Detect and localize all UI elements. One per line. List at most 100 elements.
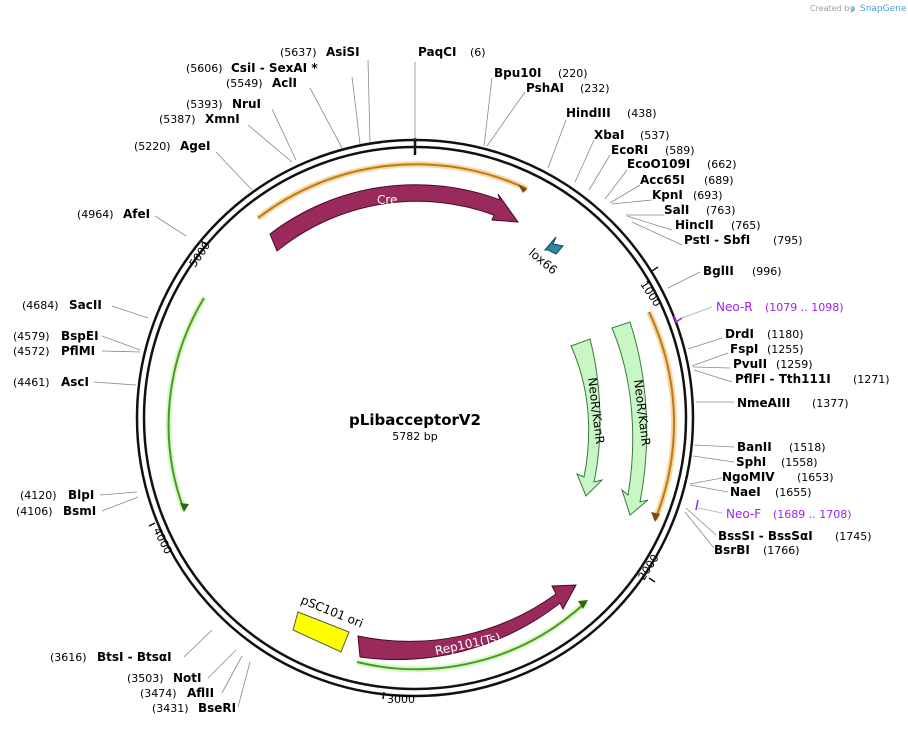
site-name[interactable]: HincII (675, 218, 714, 232)
left-highlight-arrowhead (180, 503, 189, 512)
site-position: (1180) (767, 328, 804, 341)
site-name[interactable]: SphI (736, 455, 766, 469)
site-position: (689) (704, 174, 734, 187)
leader-ecori (588, 154, 611, 191)
tick-5000-mark (200, 240, 208, 246)
cre-highlight-arc (257, 163, 528, 219)
site-name[interactable]: EcoRI (611, 143, 648, 157)
feature-cre[interactable]: Cre (269, 184, 520, 252)
site-name[interactable]: PvuII (733, 357, 767, 371)
leader-bspei (101, 335, 141, 351)
feature-lox66[interactable]: lox66 (526, 236, 564, 277)
site-name[interactable]: NotI (173, 671, 202, 685)
site-name[interactable]: NmeAIII (737, 396, 790, 410)
site-position: (765) (731, 219, 761, 232)
leader-afei (154, 215, 187, 237)
leader-pflfi (693, 369, 733, 383)
site-name[interactable]: BlpI (68, 488, 94, 502)
leader-acc65i (609, 184, 641, 204)
site-name[interactable]: BsrBI (714, 543, 750, 557)
site-name[interactable]: XmnI (205, 112, 240, 126)
site-name[interactable]: AscI (61, 375, 89, 389)
site-name[interactable]: AclI (272, 76, 297, 90)
site-name[interactable]: FspI (730, 342, 758, 356)
leader-bsssi (685, 507, 717, 536)
leader-naei (689, 484, 729, 493)
site-name[interactable]: Acc65I (640, 173, 685, 187)
site-name[interactable]: BsmI (63, 504, 96, 518)
neokanr-inner-arrow[interactable] (570, 338, 604, 497)
tick-2000-mark (648, 577, 656, 583)
leader-kpni (611, 199, 653, 205)
site-name[interactable]: BglII (703, 264, 734, 278)
feature-psc101-ori[interactable]: pSC101 ori (292, 593, 365, 653)
site-name[interactable]: BtsI - BtsαI (97, 650, 172, 664)
leader-blpi (99, 491, 138, 496)
neo-f-leader (697, 507, 723, 514)
site-name[interactable]: PstI - SbfI (684, 233, 750, 247)
site-name[interactable]: AfeI (123, 207, 150, 221)
feature-rep101[interactable]: Rep101(Ts) (357, 584, 577, 660)
leader-acli (309, 87, 343, 149)
psc101-ori-box[interactable] (292, 611, 350, 653)
site-name[interactable]: HindIII (566, 106, 611, 120)
rep101-arrow[interactable] (357, 584, 577, 660)
cre-arrow[interactable] (269, 184, 520, 252)
site-name[interactable]: AflII (187, 686, 214, 700)
site-name[interactable]: SacII (69, 298, 102, 312)
neo-highlight-arrowhead (651, 512, 660, 522)
cre-label: Cre (377, 193, 397, 207)
leader-banii (693, 444, 735, 448)
leader-bpu10i (483, 77, 493, 147)
primer-neo-f[interactable]: Neo-F (1689 .. 1708) (695, 499, 852, 521)
site-position: (5393) (186, 98, 223, 111)
site-position: (662) (707, 158, 737, 171)
site-name[interactable]: DrdI (725, 327, 754, 341)
site-name[interactable]: NgoMIV (722, 470, 775, 484)
site-name[interactable]: PshAI (526, 81, 564, 95)
site-position: (5220) (134, 140, 171, 153)
site-name[interactable]: PflFI - Tth111I (735, 372, 831, 386)
site-name[interactable]: PaqCI (418, 45, 456, 59)
site-name[interactable]: BseRI (198, 701, 236, 715)
feature-neokanr-outer[interactable]: NeoR/KanR (611, 321, 653, 516)
site-name[interactable]: KpnI (652, 188, 683, 202)
left-highlight-arc (167, 297, 205, 511)
site-position: (4461) (13, 376, 50, 389)
neo-highlight-arc (648, 311, 676, 521)
site-position: (4572) (13, 345, 50, 358)
site-name[interactable]: BssSI - BssSαI (718, 529, 813, 543)
lox66-arrow[interactable] (543, 236, 564, 255)
tick-3000-label: 3000 (387, 693, 415, 706)
site-name[interactable]: SalI (664, 203, 689, 217)
neokanr-outer-arrow[interactable] (611, 321, 649, 516)
site-position: (1745) (835, 530, 872, 543)
site-name[interactable]: NaeI (730, 485, 761, 499)
site-name[interactable]: NruI (232, 97, 261, 111)
neo-r-range: (1079 .. 1098) (765, 301, 844, 314)
site-name[interactable]: CsiI - SexAI * (231, 61, 318, 75)
site-name[interactable]: PflMI (61, 344, 95, 358)
site-name[interactable]: Bpu10I (494, 66, 541, 80)
site-position: (1255) (767, 343, 804, 356)
feature-neokanr-inner[interactable]: NeoR/KanR (570, 338, 607, 497)
leader-pvuii (692, 366, 731, 369)
site-name[interactable]: EcoO109I (627, 157, 690, 171)
snapgene-logo-icon: ◗ (851, 4, 855, 13)
site-position: (693) (693, 189, 723, 202)
tick-1000-mark (651, 266, 659, 272)
rep-highlight-arc (356, 601, 587, 671)
site-position: (4579) (13, 330, 50, 343)
site-position: (1558) (781, 456, 818, 469)
site-position: (3616) (50, 651, 87, 664)
site-name[interactable]: AgeI (180, 139, 210, 153)
site-name[interactable]: AsiSI (326, 45, 360, 59)
site-position: (763) (706, 204, 736, 217)
primer-neo-r[interactable]: Neo-R (1079 .. 1098) (673, 300, 844, 324)
site-name[interactable]: BanII (737, 440, 772, 454)
site-position: (1653) (797, 471, 834, 484)
leader-bsmi (101, 496, 139, 512)
site-name[interactable]: BspEI (61, 329, 99, 343)
site-name[interactable]: XbaI (594, 128, 624, 142)
leader-aflii (221, 655, 243, 694)
